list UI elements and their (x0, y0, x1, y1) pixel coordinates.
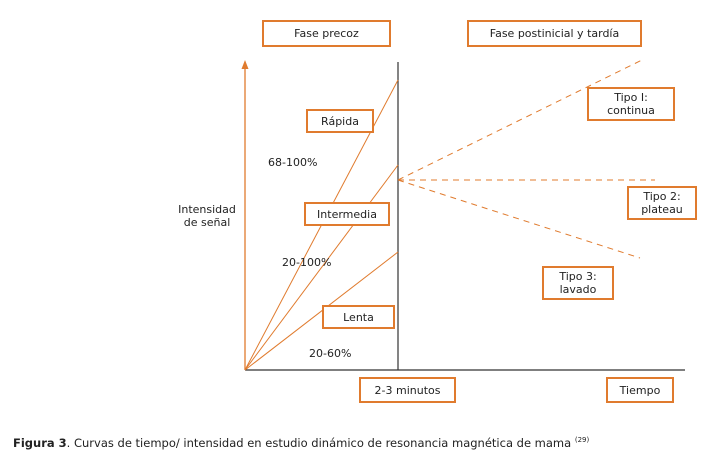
y-axis-arrowhead (241, 60, 249, 69)
y-axis-label: Intensidad de señal (178, 203, 236, 229)
late-phase-box: Fase postinicial y tardía (467, 20, 642, 47)
caption-text: . Curvas de tiempo/ intensidad en estudi… (66, 436, 572, 450)
fast-rate-box: Rápida (306, 109, 374, 133)
caption-reference: (29) (574, 436, 590, 445)
early-phase-box: Fase precoz (262, 20, 391, 47)
type3-box: Tipo 3: lavado (542, 266, 614, 300)
intermediate-rate-box: Intermedia (304, 202, 390, 226)
slow-rate-box: Lenta (322, 305, 395, 329)
intermediate-percentage-label: 20-100% (282, 256, 332, 269)
fast-percentage-label: 68-100% (268, 156, 318, 169)
intermediate-enhancement-line (244, 164, 399, 371)
time-marker-box: 2-3 minutos (359, 377, 456, 403)
slow-enhancement-line (244, 251, 399, 371)
type2-box: Tipo 2: plateau (627, 186, 697, 220)
time-axis-box: Tiempo (606, 377, 674, 403)
type1-box: Tipo I: continua (587, 87, 675, 121)
slow-percentage-label: 20-60% (309, 347, 352, 360)
caption-label: Figura 3 (13, 436, 67, 450)
type3-washout-curve (397, 179, 641, 259)
figure-caption: Figura 3. Curvas de tiempo/ intensidad e… (13, 436, 589, 450)
type1-continuous-curve (397, 59, 643, 181)
